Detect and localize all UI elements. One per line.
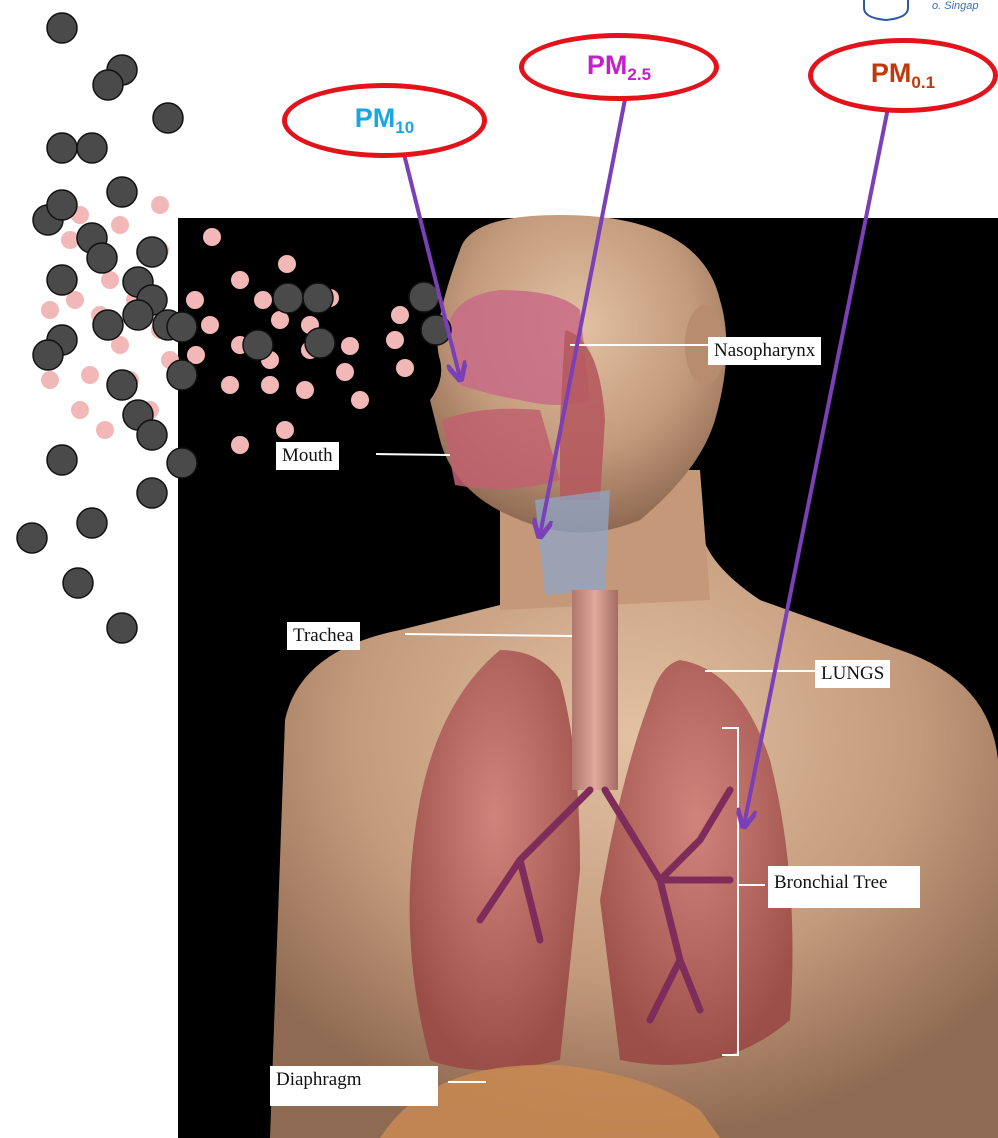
large-particle [305, 328, 335, 358]
small-particle [396, 359, 414, 377]
small-particle [254, 291, 272, 309]
large-particle [77, 508, 107, 538]
small-particle [111, 216, 129, 234]
large-particle [47, 445, 77, 475]
small-particle [391, 306, 409, 324]
small-particle [278, 255, 296, 273]
small-particle [231, 271, 249, 289]
small-particle [71, 401, 89, 419]
logo-text: o. Singap [932, 0, 978, 12]
large-particle [77, 133, 107, 163]
lungs-label: LUNGS [815, 660, 890, 688]
small-particle [151, 196, 169, 214]
pm25-label: PM2.5 [519, 33, 719, 101]
pm01-text: PM0.1 [871, 58, 935, 93]
trachea-shape [572, 590, 618, 790]
large-particle [123, 300, 153, 330]
small-particle [203, 228, 221, 246]
large-particle [93, 310, 123, 340]
small-particle [41, 371, 59, 389]
small-particle [221, 376, 239, 394]
small-particle [386, 331, 404, 349]
large-particle [137, 237, 167, 267]
small-particle [231, 436, 249, 454]
nasopharynx-label: Nasopharynx [708, 337, 821, 365]
large-particle [47, 265, 77, 295]
small-particle [96, 421, 114, 439]
large-particle [167, 360, 197, 390]
small-particle [341, 337, 359, 355]
large-particle [167, 312, 197, 342]
large-particle [107, 613, 137, 643]
small-particle [296, 381, 314, 399]
small-particle [81, 366, 99, 384]
small-particle [336, 363, 354, 381]
small-particle [351, 391, 369, 409]
small-particle [101, 271, 119, 289]
large-particle [93, 70, 123, 100]
small-particle [276, 421, 294, 439]
large-particle [409, 282, 439, 312]
large-particle [63, 568, 93, 598]
large-particle [87, 243, 117, 273]
small-particle [271, 311, 289, 329]
large-particle [47, 13, 77, 43]
shield-icon [862, 0, 922, 22]
large-particle [33, 340, 63, 370]
large-particle [137, 420, 167, 450]
pm10-label: PM10 [282, 83, 487, 158]
large-particle [273, 283, 303, 313]
large-particle [107, 177, 137, 207]
mouth-cavity-shape [442, 409, 560, 489]
large-particle [153, 103, 183, 133]
bronchial-tree-label: Bronchial Tree [768, 866, 920, 908]
pm25-text: PM2.5 [587, 50, 651, 85]
large-particle [47, 133, 77, 163]
large-particle [167, 448, 197, 478]
large-particle [303, 283, 333, 313]
small-particle [41, 301, 59, 319]
mouth-leader [376, 454, 450, 455]
diaphragm-label: Diaphragm [270, 1066, 438, 1106]
pm01-label: PM0.1 [808, 38, 998, 113]
small-particle [61, 231, 79, 249]
large-particle [47, 190, 77, 220]
large-particle [107, 370, 137, 400]
small-particle [201, 316, 219, 334]
mouth-label: Mouth [276, 442, 339, 470]
small-particle [186, 291, 204, 309]
large-particle [137, 478, 167, 508]
large-particle [17, 523, 47, 553]
large-particle [243, 330, 273, 360]
trachea-label: Trachea [287, 622, 360, 650]
pm10-text: PM10 [355, 103, 414, 138]
small-particle [261, 376, 279, 394]
